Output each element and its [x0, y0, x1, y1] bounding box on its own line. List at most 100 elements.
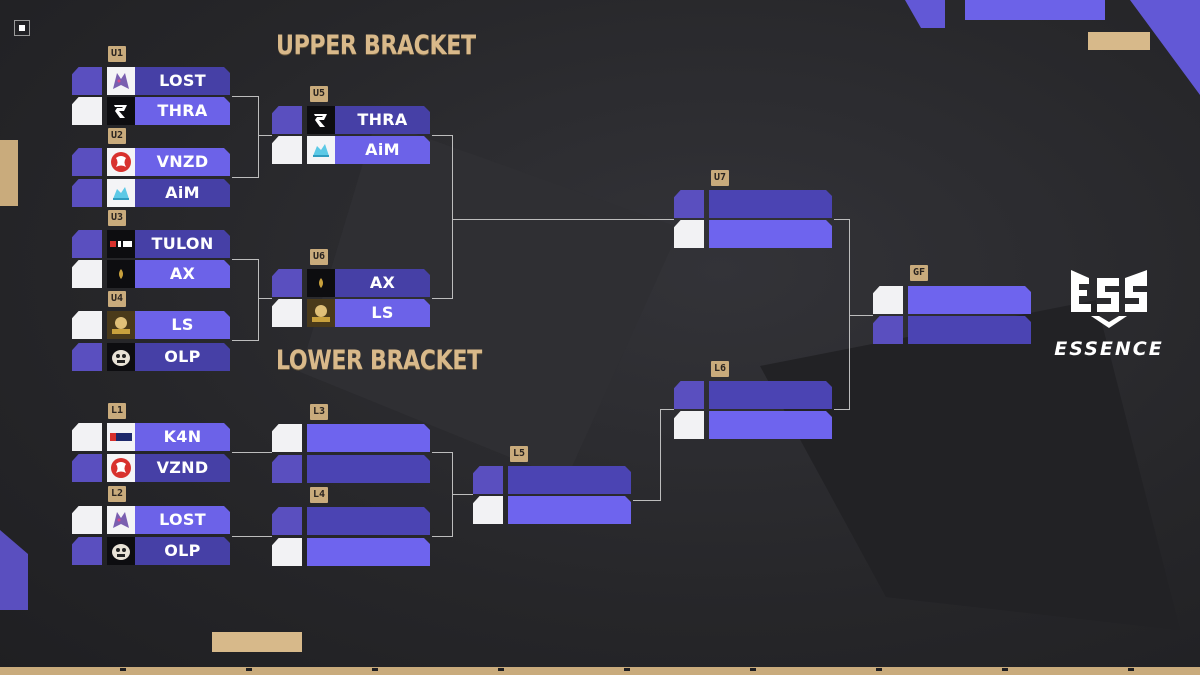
score-tab: [272, 106, 302, 134]
team-slot-u4-2[interactable]: OLP: [72, 343, 232, 371]
connector-line: [258, 96, 259, 178]
team-name: [508, 466, 631, 494]
connector-line: [232, 536, 272, 537]
team-slot-u6-1[interactable]: AX: [272, 269, 432, 297]
cyan-crystal-icon: [307, 136, 335, 164]
match-label-l1: L1: [108, 403, 126, 419]
team-slot-l1-2[interactable]: VZND: [72, 454, 232, 482]
bg-purple-shape: [965, 0, 1105, 20]
team-slot-l3-1[interactable]: [272, 424, 432, 452]
team-name: LS: [371, 303, 394, 322]
connector-line: [432, 298, 452, 299]
team-slot-gf-1[interactable]: [873, 286, 1033, 314]
upper-bracket-title: UPPER BRACKET: [276, 30, 476, 61]
team-slot-u3-1[interactable]: TULON: [72, 230, 232, 258]
team-slot-u1-2[interactable]: THRA: [72, 97, 232, 125]
score-tab: [873, 316, 903, 344]
team-slot-u7-2[interactable]: [674, 220, 834, 248]
team-slot-l5-1[interactable]: [473, 466, 633, 494]
team-name: [709, 411, 832, 439]
match-label-l5: L5: [510, 446, 528, 462]
red-dragon-icon: [107, 148, 135, 176]
team-slot-l5-2[interactable]: [473, 496, 633, 524]
team-slot-u2-2[interactable]: AiM: [72, 179, 232, 207]
score-tab: [72, 230, 102, 258]
connector-line: [258, 259, 259, 341]
score-tab: [272, 299, 302, 327]
team-slot-u4-1[interactable]: LS: [72, 311, 232, 339]
score-tab: [473, 496, 503, 524]
score-tab: [72, 343, 102, 371]
purple-wolf-icon: [107, 67, 135, 95]
score-tab: [272, 455, 302, 483]
bg-purple-shape: [905, 0, 945, 28]
team-name: K4N: [163, 427, 202, 446]
team-name: AiM: [165, 183, 200, 202]
connector-line: [849, 219, 850, 410]
bg-gold-shape: [1088, 32, 1150, 50]
match-label-u3: U3: [108, 210, 126, 226]
team-slot-gf-2[interactable]: [873, 316, 1033, 344]
connector-line: [258, 298, 272, 299]
team-name: [307, 507, 430, 535]
team-name: [307, 424, 430, 452]
team-slot-u1-1[interactable]: LOST: [72, 67, 232, 95]
team-slot-l6-2[interactable]: [674, 411, 834, 439]
connector-line: [432, 536, 452, 537]
team-name: THRA: [157, 101, 208, 120]
essence-brand-name: ESSENCE: [1054, 338, 1164, 360]
team-name: [709, 190, 832, 218]
team-name: OLP: [164, 347, 201, 366]
team-slot-l6-1[interactable]: [674, 381, 834, 409]
team-slot-u7-1[interactable]: [674, 190, 834, 218]
lower-bracket-title: LOWER BRACKET: [276, 345, 482, 376]
match-label-u1: U1: [108, 46, 126, 62]
corner-square-icon: [14, 20, 30, 36]
team-slot-l2-2[interactable]: OLP: [72, 537, 232, 565]
team-slot-u2-1[interactable]: VNZD: [72, 148, 232, 176]
team-name: LS: [171, 315, 194, 334]
team-slot-u3-2[interactable]: AX: [72, 260, 232, 288]
match-label-u4: U4: [108, 291, 126, 307]
connector-line: [452, 494, 473, 495]
score-tab: [72, 537, 102, 565]
connector-line: [452, 219, 674, 220]
match-label-l6: L6: [711, 361, 729, 377]
purple-wolf-icon: [107, 506, 135, 534]
red-dragon-icon: [107, 454, 135, 482]
team-name: AX: [369, 273, 396, 292]
thra-r-icon: [107, 97, 135, 125]
team-slot-l4-2[interactable]: [272, 538, 432, 566]
bg-gold-shape: [212, 632, 302, 652]
match-label-u7: U7: [711, 170, 729, 186]
team-slot-u6-2[interactable]: LS: [272, 299, 432, 327]
connector-line: [660, 409, 674, 410]
match-label-l4: L4: [310, 487, 328, 503]
connector-line: [432, 452, 452, 453]
team-slot-l3-2[interactable]: [272, 455, 432, 483]
team-slot-l1-1[interactable]: K4N: [72, 423, 232, 451]
team-slot-u5-2[interactable]: AiM: [272, 136, 432, 164]
score-tab: [674, 381, 704, 409]
gold-flame-icon: [307, 269, 335, 297]
score-tab: [72, 454, 102, 482]
essence-brand: ESSENCE: [1048, 264, 1170, 360]
team-slot-l2-1[interactable]: LOST: [72, 506, 232, 534]
k4n-wordmark-icon: [107, 423, 135, 451]
cyan-crystal-icon: [107, 179, 135, 207]
team-name: THRA: [357, 110, 408, 129]
thra-r-icon: [307, 106, 335, 134]
team-slot-u5-1[interactable]: THRA: [272, 106, 432, 134]
score-tab: [674, 190, 704, 218]
connector-line: [232, 177, 258, 178]
connector-line: [660, 409, 661, 501]
score-tab: [72, 67, 102, 95]
team-slot-l4-1[interactable]: [272, 507, 432, 535]
team-name: TULON: [151, 234, 214, 253]
tulon-wordmark-icon: [107, 230, 135, 258]
team-name: [508, 496, 631, 524]
connector-line: [232, 96, 258, 97]
connector-line: [834, 409, 849, 410]
bg-gold-shape: [0, 140, 18, 206]
team-name: AiM: [365, 140, 400, 159]
